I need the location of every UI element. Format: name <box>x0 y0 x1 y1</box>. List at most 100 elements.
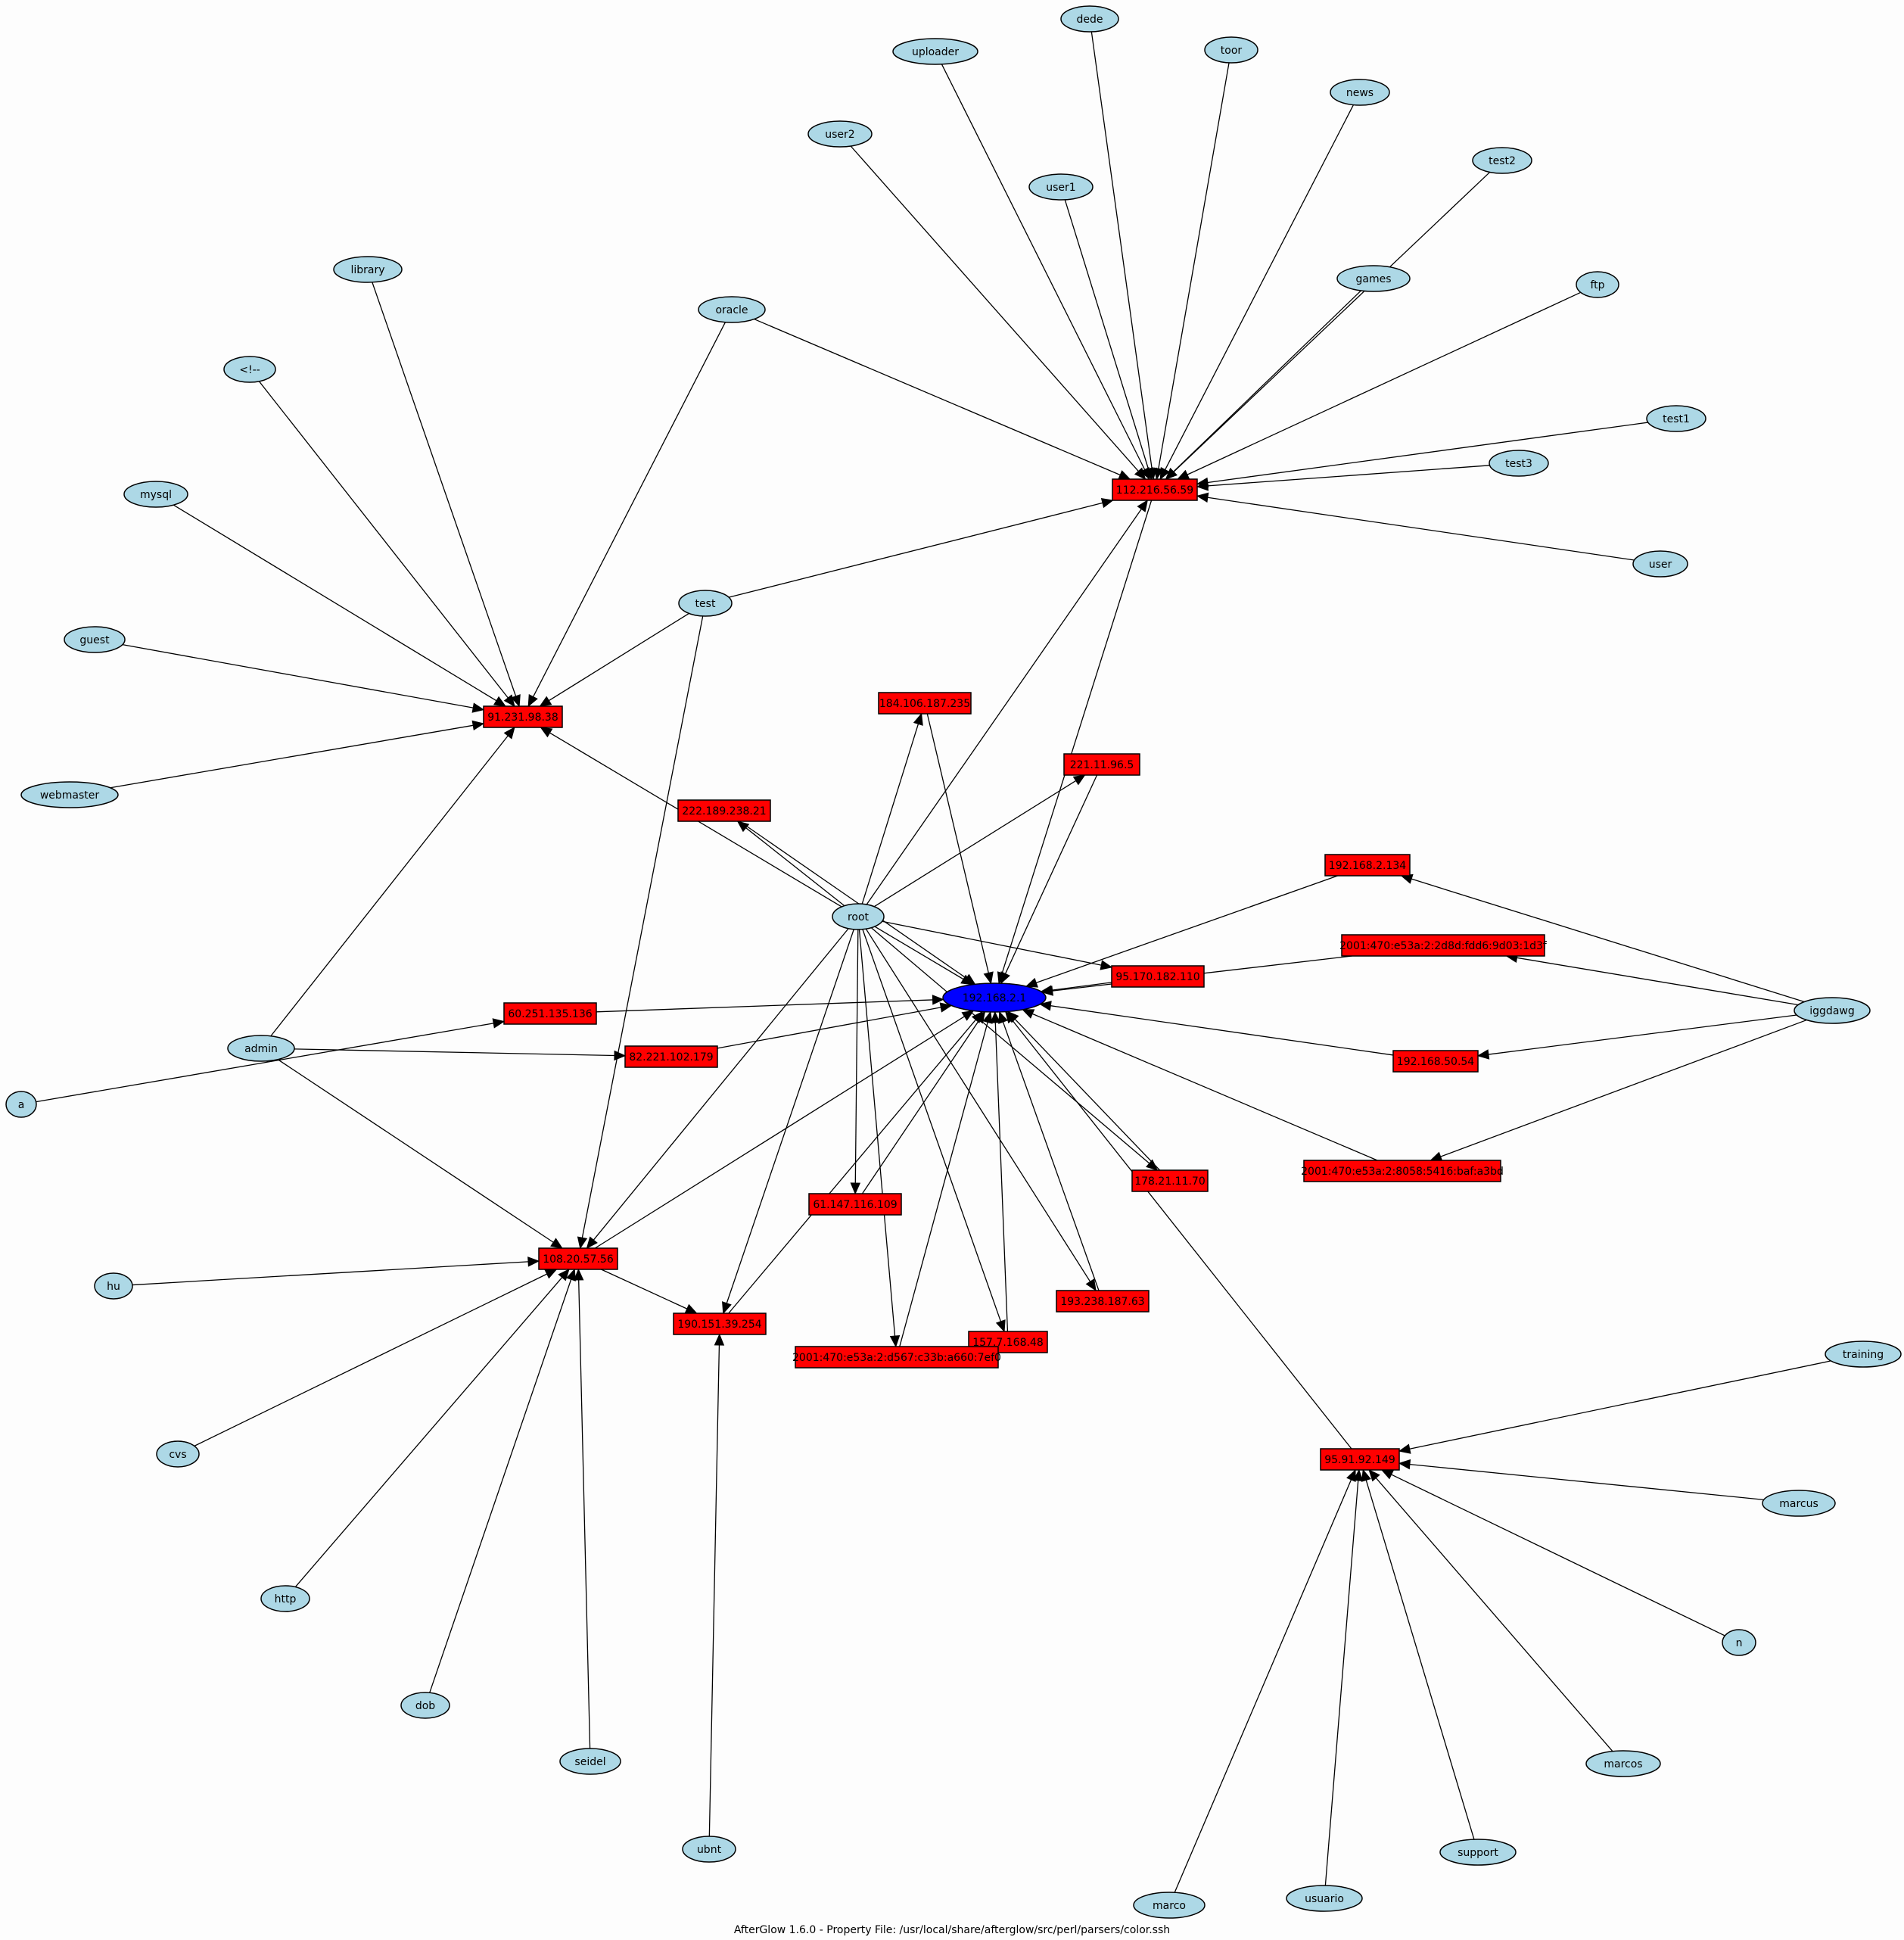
arrowhead <box>714 1333 725 1346</box>
node-label: test <box>695 598 716 610</box>
arrowhead <box>736 821 750 833</box>
user-node-test3: test3 <box>1489 450 1549 477</box>
edge-ip95_170-to-target <box>1040 982 1112 995</box>
edge-line <box>372 282 517 696</box>
user-node-test2: test2 <box>1472 147 1532 174</box>
user-node-marco: marco <box>1133 1892 1206 1919</box>
arrowhead <box>1100 960 1113 970</box>
edge-line <box>1031 1013 1378 1161</box>
arrowhead <box>493 696 506 707</box>
ip-box <box>673 1313 767 1335</box>
edge-line <box>1375 1478 1613 1752</box>
user-ellipse <box>698 296 766 323</box>
user-ellipse <box>260 1585 310 1612</box>
node-label: root <box>848 911 870 923</box>
edge-line <box>866 509 1142 905</box>
arrowhead <box>963 973 976 986</box>
node-label: user1 <box>1046 182 1075 194</box>
user-node-games: games <box>1336 265 1411 292</box>
edge-line <box>122 643 474 708</box>
node-label: 192.168.50.54 <box>1397 1056 1475 1068</box>
edge-test-to-ip91 <box>539 612 689 707</box>
node-label: marcus <box>1779 1498 1818 1510</box>
user-node-iggdawg: iggdawg <box>1794 997 1871 1024</box>
edge-line <box>1207 497 1635 561</box>
user-node-support: support <box>1439 1839 1517 1866</box>
node-label: dede <box>1077 14 1103 26</box>
node-label: 2001:470:e53a:2:d567:c33b:a660:7ef0 <box>792 1352 1001 1364</box>
ip-box <box>795 1346 999 1369</box>
node-label: mysql <box>140 489 172 501</box>
node-label: 95.170.182.110 <box>1115 971 1199 983</box>
node-label: 157.7.168.48 <box>972 1337 1044 1349</box>
user-ellipse <box>1632 550 1688 578</box>
arrowhead <box>503 694 515 707</box>
node-label: 184.106.187.235 <box>879 698 970 710</box>
edge-marcos-to-ip95_91 <box>1368 1469 1613 1752</box>
user-ellipse <box>1794 997 1871 1024</box>
edge-line <box>532 322 726 697</box>
ip-box <box>483 705 563 728</box>
edge-root-to-ip108 <box>586 928 849 1249</box>
ip-node-ip192_134: 192.168.2.134 <box>1324 854 1411 877</box>
user-node-user: user <box>1632 550 1688 578</box>
edge-root-to-ipv6_3 <box>858 929 901 1348</box>
user-ellipse <box>1646 405 1706 432</box>
arrowhead <box>1398 1459 1411 1470</box>
user-ellipse <box>1330 79 1390 106</box>
arrowhead <box>1177 469 1190 480</box>
arrowhead <box>1346 1468 1356 1482</box>
edge-line <box>1014 1019 1161 1171</box>
edge-line <box>899 1022 988 1347</box>
node-label: test3 <box>1505 458 1532 470</box>
edge-line <box>870 927 1150 1164</box>
user-ellipse <box>1336 265 1411 292</box>
node-label: test2 <box>1489 155 1516 167</box>
user-node-library: library <box>333 256 403 283</box>
edge-marco-to-ip95_91 <box>1174 1468 1356 1893</box>
node-label: ftp <box>1590 279 1604 291</box>
user-ellipse <box>5 1091 37 1118</box>
arrowhead <box>1476 1049 1490 1060</box>
node-label: 108.20.57.56 <box>543 1253 614 1266</box>
node-label: test1 <box>1663 413 1690 425</box>
edge-line <box>1036 875 1338 983</box>
edge-root-to-ip193 <box>865 928 1097 1292</box>
node-label: 192.168.2.134 <box>1329 860 1407 872</box>
user-node-lt: <!-- <box>223 356 276 383</box>
edge-ip95_91-to-target <box>1004 1010 1352 1450</box>
footer-caption: AfterGlow 1.6.0 - Property File: /usr/lo… <box>734 1924 1170 1936</box>
arrowhead <box>1085 1278 1097 1292</box>
edge-root-to-ip61 <box>850 929 861 1195</box>
arrowhead <box>1430 1151 1443 1162</box>
user-ellipse <box>1439 1839 1517 1866</box>
user-node-usuario: usuario <box>1286 1885 1363 1912</box>
user-node-marcus: marcus <box>1762 1490 1836 1517</box>
edge-line <box>1391 1474 1725 1636</box>
edge-admin-to-ip108 <box>277 1059 563 1249</box>
arrowhead <box>1159 467 1170 481</box>
edge-ip108-to-target <box>594 1010 975 1249</box>
edge-user2-to-ip112 <box>850 145 1146 480</box>
arrowhead <box>1118 470 1131 480</box>
node-label: support <box>1458 1847 1498 1859</box>
edge-guest-to-ip91 <box>122 643 485 713</box>
edge-line <box>745 827 845 907</box>
user-ellipse <box>1576 271 1619 298</box>
edge-line <box>36 1023 494 1103</box>
edge-ip157-to-target <box>990 1010 1009 1332</box>
user-ellipse <box>1722 1629 1756 1656</box>
edge-line <box>861 724 919 905</box>
arrowhead <box>544 1269 558 1279</box>
edge-user1-to-ip112 <box>1064 199 1153 481</box>
node-label: user2 <box>825 129 854 141</box>
edge-iggdawg-to-ip192_50 <box>1476 1014 1797 1060</box>
edge-dede-to-ip112 <box>1090 31 1157 481</box>
edge-support-to-ip95_91 <box>1361 1468 1475 1840</box>
edge-root-to-target <box>874 926 974 986</box>
arrowhead <box>1025 977 1038 988</box>
node-label: dob <box>415 1700 435 1712</box>
edge-ip192_50-to-target <box>1039 1001 1394 1056</box>
